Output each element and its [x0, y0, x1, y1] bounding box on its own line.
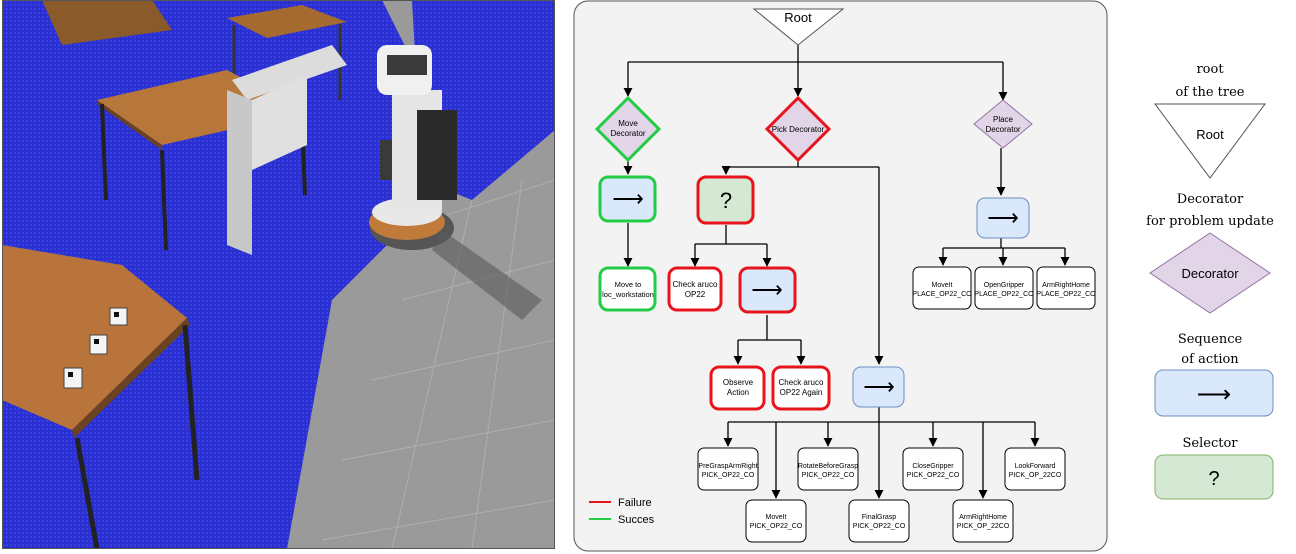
action-look: LookForward PICK_OP_22CO — [1004, 447, 1066, 491]
legend-decorator-caption-2: for problem update — [1146, 214, 1274, 229]
svg-text:?: ? — [720, 188, 732, 213]
action-pregrasp: PreGraspArmRight PICK_OP22_CO — [697, 447, 759, 491]
scene-workstation — [232, 45, 347, 100]
sequence-grasp: ⟶ — [852, 366, 905, 408]
scene-aruco-markers — [63, 307, 128, 389]
svg-text:Pick Decorator: Pick Decorator — [772, 125, 825, 134]
tree-edges — [623, 45, 1070, 499]
svg-text:MoveIt: MoveIt — [765, 514, 786, 521]
tree-background — [573, 0, 1108, 552]
svg-text:Place: Place — [993, 115, 1014, 124]
legend-selector-shape — [1154, 454, 1274, 500]
failure-legend-label: Failure — [618, 497, 652, 509]
robot-simulation-image — [2, 0, 555, 549]
svg-text:Decorator: Decorator — [985, 125, 1020, 134]
legend-decorator-caption-1: Decorator — [1177, 192, 1244, 207]
action-final-grasp: FinalGrasp PICK_OP22_CO — [848, 499, 910, 543]
svg-text:RotateBeforeGrasp: RotateBeforeGrasp — [798, 463, 858, 470]
pick-decorator: Pick Decorator — [764, 95, 832, 163]
action-check-again: Check aruco OP22 Again — [771, 365, 831, 411]
svg-text:PICK_OP22_CO: PICK_OP22_CO — [750, 523, 803, 530]
svg-text:CloseGripper: CloseGripper — [912, 463, 954, 470]
sequence-place: ⟶ — [976, 197, 1030, 239]
svg-text:MoveIt: MoveIt — [931, 282, 952, 289]
svg-text:PLACE_OP22_CO: PLACE_OP22_CO — [974, 291, 1034, 298]
svg-text:ArmRightHome: ArmRightHome — [1042, 282, 1090, 289]
selector-pick: ? — [696, 175, 755, 225]
legend-root-label: Root — [1196, 127, 1224, 142]
svg-text:Check aruco: Check aruco — [673, 280, 718, 289]
svg-text:LookForward: LookForward — [1015, 463, 1056, 470]
sequence-check: ⟶ — [738, 266, 797, 314]
action-rotate: RotateBeforeGrasp PICK_OP22_CO — [797, 447, 859, 491]
legend-selector-symbol: ? — [1208, 468, 1219, 490]
behavior-tree-panel: Root Move Decorator Pick Decorator Place… — [573, 0, 1108, 552]
svg-text:Observe: Observe — [723, 378, 754, 387]
svg-text:PICK_OP22_CO: PICK_OP22_CO — [853, 523, 906, 530]
svg-text:OP22: OP22 — [685, 290, 706, 299]
legend-sequence-symbol: ⟶ — [1197, 381, 1231, 408]
action-observe: Observe Action — [709, 365, 766, 411]
legend-root-caption-1: root — [1196, 62, 1224, 77]
action-pick-moveit: MoveIt PICK_OP22_CO — [745, 499, 807, 543]
svg-text:⟶: ⟶ — [987, 205, 1019, 230]
scene-robot — [369, 45, 457, 250]
legend-sequence-caption-2: of action — [1181, 352, 1239, 367]
svg-text:Action: Action — [727, 388, 749, 397]
scene-table-far — [42, 0, 172, 45]
svg-text:OpenGripper: OpenGripper — [984, 282, 1025, 289]
svg-text:PICK_OP22_CO: PICK_OP22_CO — [702, 472, 755, 479]
svg-text:PICK_OP22_CO: PICK_OP22_CO — [907, 472, 960, 479]
sequence-move: ⟶ — [598, 175, 657, 223]
svg-text:⟶: ⟶ — [863, 374, 895, 399]
legend-sequence-caption-1: Sequence — [1178, 332, 1243, 347]
svg-text:PreGraspArmRight: PreGraspArmRight — [698, 463, 757, 470]
svg-text:Move: Move — [618, 119, 638, 128]
scene-table-top — [227, 5, 347, 38]
action-place-open: OpenGripper PLACE_OP22_CO — [974, 266, 1034, 310]
action-place-armright: ArmRightHome PLACE_OP22_CO — [1036, 266, 1096, 310]
action-close: CloseGripper PICK_OP22_CO — [902, 447, 964, 491]
root-node: Root — [752, 8, 845, 46]
legend-root-shape — [1154, 103, 1266, 179]
svg-text:ArmRightHome: ArmRightHome — [959, 514, 1007, 521]
svg-text:Check aruco: Check aruco — [779, 378, 824, 387]
node-type-legend: root of the tree Root Decorator for prob… — [1146, 62, 1274, 500]
svg-text:PICK_OP_22CO: PICK_OP_22CO — [957, 523, 1010, 530]
move-decorator: Move Decorator — [594, 95, 662, 163]
root-label: Root — [784, 10, 812, 25]
legend-root-caption-2: of the tree — [1175, 85, 1244, 100]
status-legend: Failure Succes — [589, 497, 655, 526]
success-legend-label: Succes — [618, 514, 655, 526]
place-decorator: Place Decorator — [973, 99, 1033, 149]
action-move-to: Move to loc_workstation — [598, 266, 657, 312]
action-pick-armright: ArmRightHome PICK_OP_22CO — [952, 499, 1014, 543]
legend-decorator-label: Decorator — [1181, 266, 1239, 281]
svg-text:Decorator: Decorator — [610, 129, 645, 138]
legend-sequence-shape — [1154, 369, 1274, 417]
legend-decorator-shape — [1149, 232, 1271, 314]
legend-selector-caption: Selector — [1183, 436, 1239, 451]
scene-floor-blue — [2, 0, 432, 549]
svg-text:PICK_OP_22CO: PICK_OP_22CO — [1009, 472, 1062, 479]
svg-text:PICK_OP22_CO: PICK_OP22_CO — [802, 472, 855, 479]
svg-text:loc_workstation: loc_workstation — [602, 290, 654, 299]
svg-text:PLACE_OP22_CO: PLACE_OP22_CO — [1036, 291, 1096, 298]
svg-text:FinalGrasp: FinalGrasp — [862, 514, 896, 521]
svg-text:PLACE_OP22_CO: PLACE_OP22_CO — [912, 291, 972, 298]
svg-text:Move to: Move to — [615, 280, 642, 289]
svg-text:⟶: ⟶ — [751, 277, 783, 302]
svg-text:⟶: ⟶ — [612, 186, 644, 211]
action-place-moveit: MoveIt PLACE_OP22_CO — [912, 266, 972, 310]
svg-text:OP22 Again: OP22 Again — [780, 388, 823, 397]
action-check-aruco: Check aruco OP22 — [667, 266, 723, 312]
